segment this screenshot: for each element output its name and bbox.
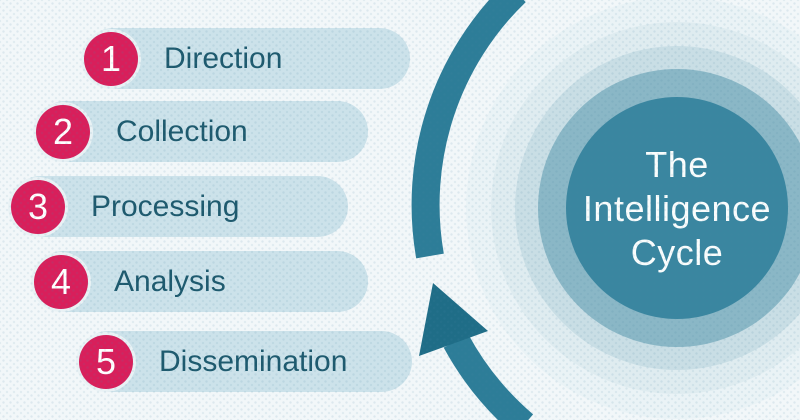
cycle-arc-lower <box>443 334 534 420</box>
step-pill-analysis: 4 Analysis <box>33 251 368 312</box>
step-number: 5 <box>95 340 117 382</box>
step-number: 1 <box>100 37 122 79</box>
step-number: 4 <box>50 260 72 302</box>
step-number: 2 <box>52 110 74 152</box>
step-label: Collection <box>116 114 248 148</box>
cycle-title: The Intelligence Cycle <box>527 143 800 275</box>
counterclockwise-arrowhead-icon <box>419 283 488 356</box>
step-label: Analysis <box>114 264 226 298</box>
step-number-badge: 3 <box>11 179 65 234</box>
cycle-title-line-2: Intelligence <box>582 188 772 229</box>
step-pill-processing: 3 Processing <box>10 176 348 237</box>
step-number: 3 <box>27 185 49 227</box>
step-label: Dissemination <box>159 344 348 378</box>
step-label: Direction <box>164 41 283 75</box>
step-pill-direction: 1 Direction <box>83 28 410 89</box>
step-label: Processing <box>91 189 240 223</box>
step-number-badge: 4 <box>34 254 88 309</box>
cycle-title-line-1: The <box>645 144 709 185</box>
step-pill-dissemination: 5 Dissemination <box>78 331 412 392</box>
hub-center-circle <box>566 97 788 319</box>
step-number-badge: 2 <box>36 104 90 159</box>
step-pill-collection: 2 Collection <box>35 101 368 162</box>
step-number-badge: 1 <box>84 31 138 86</box>
step-number-badge: 5 <box>79 334 133 389</box>
cycle-title-line-3: Cycle <box>630 232 724 273</box>
cycle-arc-upper <box>411 0 526 259</box>
